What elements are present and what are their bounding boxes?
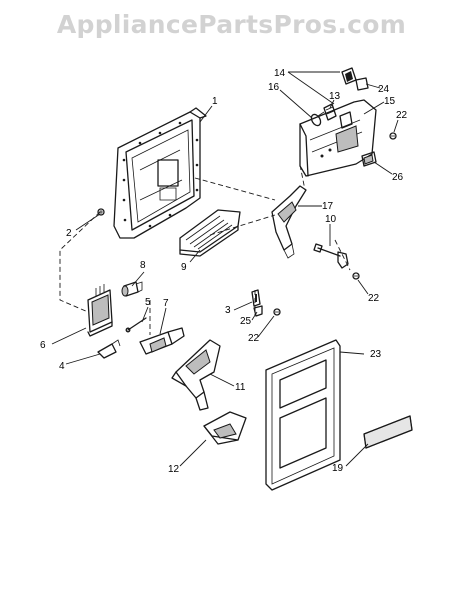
part-10-rod	[313, 243, 349, 269]
callout-23: 23	[370, 349, 382, 360]
callout-9: 9	[181, 262, 187, 273]
part-9-drip-tray	[179, 209, 241, 257]
part-22-screw-right	[352, 272, 360, 280]
part-15-module	[299, 99, 377, 177]
part-1-housing	[113, 107, 207, 239]
part-11-lever	[171, 339, 221, 411]
callout-26: 26	[392, 172, 404, 183]
callout-13: 13	[329, 91, 341, 102]
part-3-switch	[251, 289, 261, 307]
leader-lines	[51, 71, 399, 467]
callout-11: 11	[235, 382, 246, 393]
part-8-solenoid	[121, 281, 143, 297]
callout-labels: 1 2 3 4 5 6 7 8 9 10 11 12 13 14 15 16 1…	[40, 68, 408, 475]
callout-8: 8	[140, 260, 146, 271]
callout-15: 15	[384, 96, 396, 107]
part-4-clip	[97, 339, 121, 359]
callout-14: 14	[274, 68, 286, 79]
callout-22-right: 22	[368, 293, 380, 304]
part-22-screw-upper	[389, 132, 397, 140]
part-24-plate	[355, 77, 369, 91]
callout-10: 10	[325, 214, 337, 225]
part-23-front-panel	[265, 339, 341, 491]
callout-24: 24	[378, 84, 390, 95]
callout-22-lower: 22	[248, 333, 260, 344]
part-14-cover	[341, 67, 357, 85]
part-6-switch-bracket	[87, 284, 113, 337]
part-26-connector	[361, 151, 377, 167]
callout-17: 17	[322, 201, 334, 212]
callout-22-upper: 22	[396, 110, 408, 121]
callout-12: 12	[168, 464, 180, 475]
callout-3: 3	[225, 305, 231, 316]
watermark-text: AppliancePartsPros.com	[56, 10, 407, 39]
callout-2: 2	[66, 228, 72, 239]
part-22-screw-lower	[273, 308, 281, 316]
callout-19: 19	[332, 463, 344, 474]
part-12-funnel	[203, 411, 247, 445]
part-16-bulb	[310, 111, 325, 127]
callout-1: 1	[212, 96, 218, 107]
part-2-screw	[97, 208, 105, 216]
callout-5: 5	[145, 297, 151, 308]
callout-6: 6	[40, 340, 46, 351]
callout-16: 16	[268, 82, 280, 93]
part-19-trim	[363, 415, 413, 449]
part-7-actuator	[139, 327, 185, 355]
callout-25: 25	[240, 316, 252, 327]
part-17-lever-arm	[271, 185, 307, 259]
callout-4: 4	[59, 361, 65, 372]
part-13-socket	[323, 103, 337, 121]
part-25-switch-clip	[253, 305, 263, 317]
callout-7: 7	[163, 298, 169, 309]
